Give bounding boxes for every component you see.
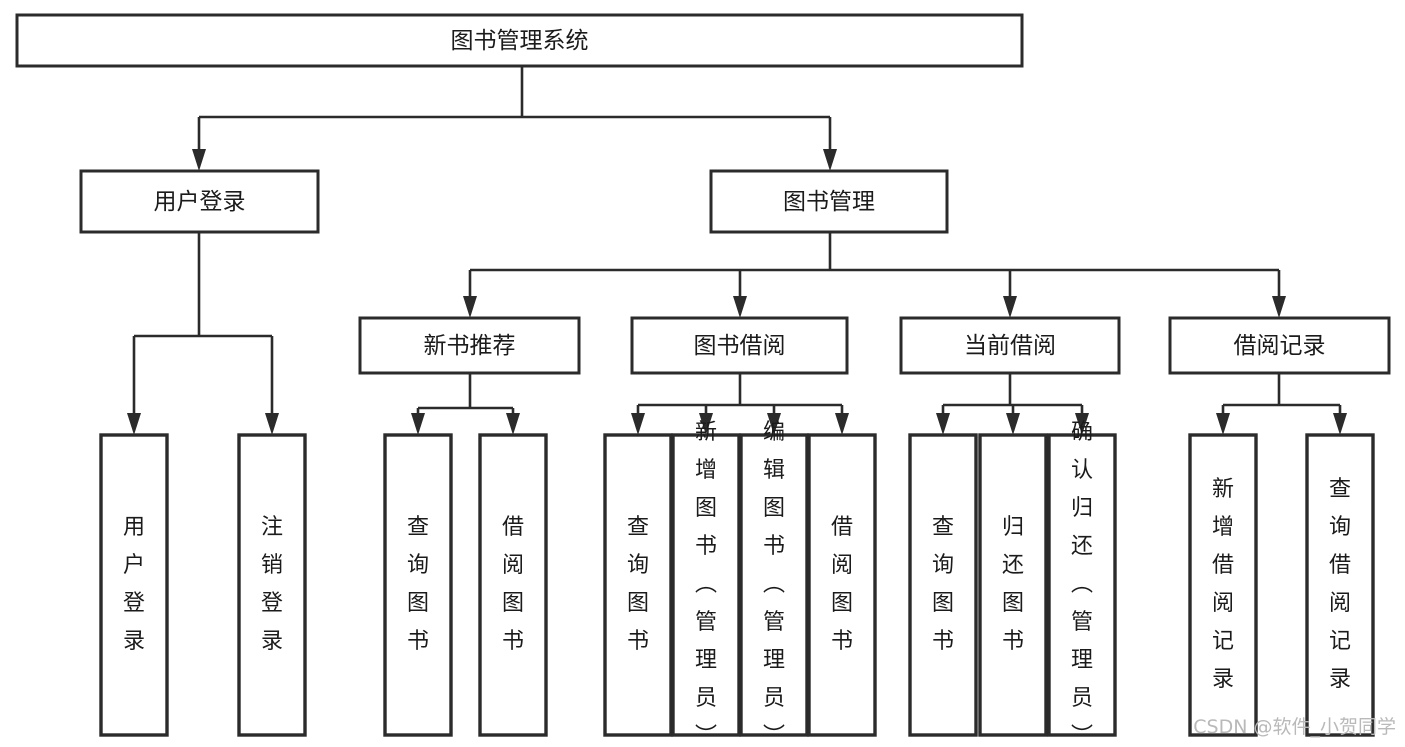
node-leaf-confirm-return[interactable]: 确认归还︵管理员︶ [1047,420,1117,747]
node-box-root[interactable] [15,13,1024,68]
node-leaf-return-book[interactable]: 归还图书 [978,433,1048,737]
node-box-leaf-query-record[interactable] [1305,433,1375,737]
node-leaf-query-book-3[interactable]: 查询图书 [908,433,978,737]
node-leaf-query-book-1[interactable]: 查询图书 [383,433,453,737]
node-user-login[interactable]: 用户登录 [79,169,320,234]
node-book-borrow[interactable]: 图书借阅 [630,316,849,375]
node-box-book-manage[interactable] [709,169,949,234]
node-box-leaf-return-book[interactable] [978,433,1048,737]
node-leaf-borrow-book-1[interactable]: 借阅图书 [478,433,548,737]
node-label-user-login: 用户登录 [154,189,246,215]
node-box-leaf-add-record[interactable] [1188,433,1258,737]
edges-layer [127,66,1347,435]
node-box-leaf-confirm-return[interactable] [1047,433,1117,737]
node-box-current-borrow[interactable] [899,316,1121,375]
node-leaf-edit-book[interactable]: 编辑图书︵管理员︶ [739,420,809,747]
node-box-leaf-borrow-book-2[interactable] [807,433,877,737]
node-box-leaf-query-book-2[interactable] [603,433,673,737]
node-box-book-borrow[interactable] [630,316,849,375]
node-leaf-borrow-book-2[interactable]: 借阅图书 [807,433,877,737]
node-borrow-record[interactable]: 借阅记录 [1168,316,1391,375]
connector-e-nbr-split [411,373,520,435]
node-leaf-query-record[interactable]: 查询借阅记录 [1305,433,1375,737]
node-box-leaf-query-book-3[interactable] [908,433,978,737]
node-label-leaf-add-record: 新增借阅记录 [1212,477,1234,692]
connector-e-cb-split [936,373,1089,435]
connector-e-bb-split [631,373,849,435]
node-box-leaf-edit-book[interactable] [739,433,809,737]
node-book-manage[interactable]: 图书管理 [709,169,949,234]
node-box-leaf-user-login[interactable] [99,433,169,737]
node-label-leaf-query-book-2: 查询图书 [627,515,649,654]
node-current-borrow[interactable]: 当前借阅 [899,316,1121,375]
node-label-leaf-user-login: 用户登录 [123,515,145,654]
node-label-leaf-query-book-1: 查询图书 [407,515,429,654]
node-new-book-rec[interactable]: 新书推荐 [358,316,581,375]
node-label-leaf-confirm-return: 确认归还︵管理员︶ [1071,420,1093,747]
node-root[interactable]: 图书管理系统 [15,13,1024,68]
connector-e-login-split [127,232,279,435]
node-label-borrow-record: 借阅记录 [1234,333,1326,359]
node-label-book-manage: 图书管理 [783,189,875,215]
node-label-current-borrow: 当前借阅 [964,333,1056,359]
node-label-leaf-edit-book: 编辑图书︵管理员︶ [763,420,785,747]
node-box-new-book-rec[interactable] [358,316,581,375]
connector-e-br-split [1216,373,1347,435]
node-box-leaf-borrow-book-1[interactable] [478,433,548,737]
nodes-layer: 图书管理系统用户登录图书管理新书推荐图书借阅当前借阅借阅记录用户登录注销登录查询… [15,13,1391,747]
node-label-new-book-rec: 新书推荐 [424,333,516,359]
node-label-root: 图书管理系统 [451,28,589,54]
connector-e-root-split [192,66,837,171]
node-label-leaf-query-book-3: 查询图书 [932,515,954,654]
node-box-leaf-logout[interactable] [237,433,307,737]
node-label-leaf-query-record: 查询借阅记录 [1329,477,1351,692]
node-box-leaf-add-book[interactable] [671,433,741,737]
node-box-leaf-query-book-1[interactable] [383,433,453,737]
node-leaf-query-book-2[interactable]: 查询图书 [603,433,673,737]
node-leaf-add-book[interactable]: 新增图书︵管理员︶ [671,420,741,747]
node-label-leaf-add-book: 新增图书︵管理员︶ [695,420,717,747]
node-label-leaf-borrow-book-1: 借阅图书 [502,515,524,654]
node-box-borrow-record[interactable] [1168,316,1391,375]
node-label-leaf-borrow-book-2: 借阅图书 [831,515,853,654]
node-box-user-login[interactable] [79,169,320,234]
node-leaf-logout[interactable]: 注销登录 [237,433,307,737]
node-label-leaf-return-book: 归还图书 [1002,515,1024,654]
node-leaf-add-record[interactable]: 新增借阅记录 [1188,433,1258,737]
node-leaf-user-login[interactable]: 用户登录 [99,433,169,737]
csdn-watermark: CSDN @软件_小贺同学 [1193,716,1396,738]
node-label-leaf-logout: 注销登录 [261,515,283,654]
node-label-book-borrow: 图书借阅 [694,333,786,359]
connector-e-bm-split [463,232,1286,318]
